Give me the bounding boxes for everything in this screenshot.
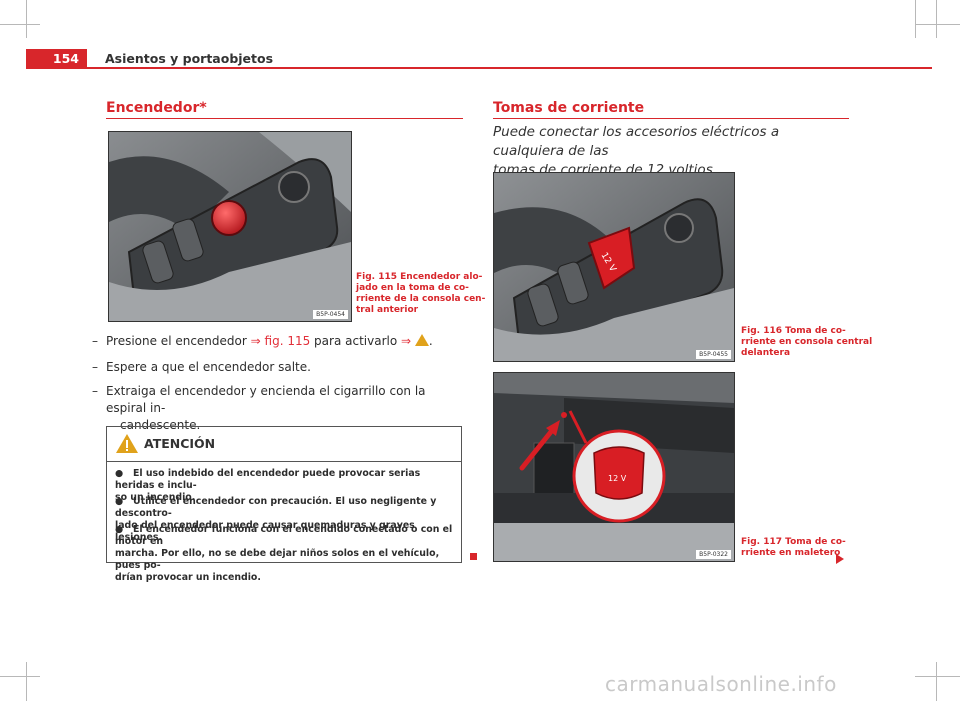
crop-mark xyxy=(936,662,937,701)
crop-mark xyxy=(0,676,40,677)
crop-mark xyxy=(915,24,960,25)
attention-header: ATENCIÓN xyxy=(107,427,461,462)
crop-mark xyxy=(26,0,27,38)
step-3: –Extraiga el encendedor y encienda el ci… xyxy=(92,384,426,432)
header-rule xyxy=(87,67,932,69)
figure-115-photo: B5P-0454 xyxy=(108,131,352,322)
section-rule xyxy=(493,118,849,119)
figure-116-photo: 12 V B5P-0455 xyxy=(493,172,735,362)
warning-icon[interactable] xyxy=(414,334,429,346)
attention-title: ATENCIÓN xyxy=(144,436,216,451)
section-title-lighter: Encendedor* xyxy=(106,100,207,116)
page-number: 154 xyxy=(26,49,87,69)
figure-code: B5P-0455 xyxy=(696,350,731,359)
figure-115-caption: Fig. 115 Encendedor alo- jado en la toma… xyxy=(356,272,486,315)
step-1: –Presione el encendedor ⇒ fig. 115 para … xyxy=(92,334,433,348)
running-title: Asientos y portaobjetos xyxy=(105,51,274,66)
attention-item: ● El encendedor funciona con el encendid… xyxy=(115,524,453,583)
figure-117-photo: 12 V B5P-0322 xyxy=(493,372,735,562)
fig-115-link[interactable]: fig. 115 xyxy=(264,334,311,348)
step-2: –Espere a que el encendedor salte. xyxy=(92,360,311,374)
figure-117-caption: Fig. 117 Toma de co- rriente en maletero xyxy=(741,537,846,558)
crop-mark xyxy=(26,662,27,701)
crop-mark xyxy=(936,0,937,38)
end-of-section-mark xyxy=(470,553,477,560)
figure-code: B5P-0322 xyxy=(696,550,731,559)
crop-mark xyxy=(0,24,40,25)
crop-mark xyxy=(915,0,916,38)
figure-code: B5P-0454 xyxy=(313,310,348,319)
watermark: carmanualsonline.info xyxy=(605,672,837,696)
section-title-power-outlets: Tomas de corriente xyxy=(493,100,645,116)
attention-item: ● Utilice el encendedor con precaución. … xyxy=(115,496,437,543)
attention-item: ● El uso indebido del encendedor puede p… xyxy=(115,468,421,503)
figure-116-caption: Fig. 116 Toma de co- rriente en consola … xyxy=(741,326,873,358)
section-rule xyxy=(106,118,463,119)
label-12v: 12 V xyxy=(608,474,627,483)
continue-arrow-icon xyxy=(836,554,844,564)
crop-mark xyxy=(915,676,960,677)
warning-icon xyxy=(116,434,138,453)
attention-box: ATENCIÓN ● El uso indebido del encendedo… xyxy=(106,426,462,583)
